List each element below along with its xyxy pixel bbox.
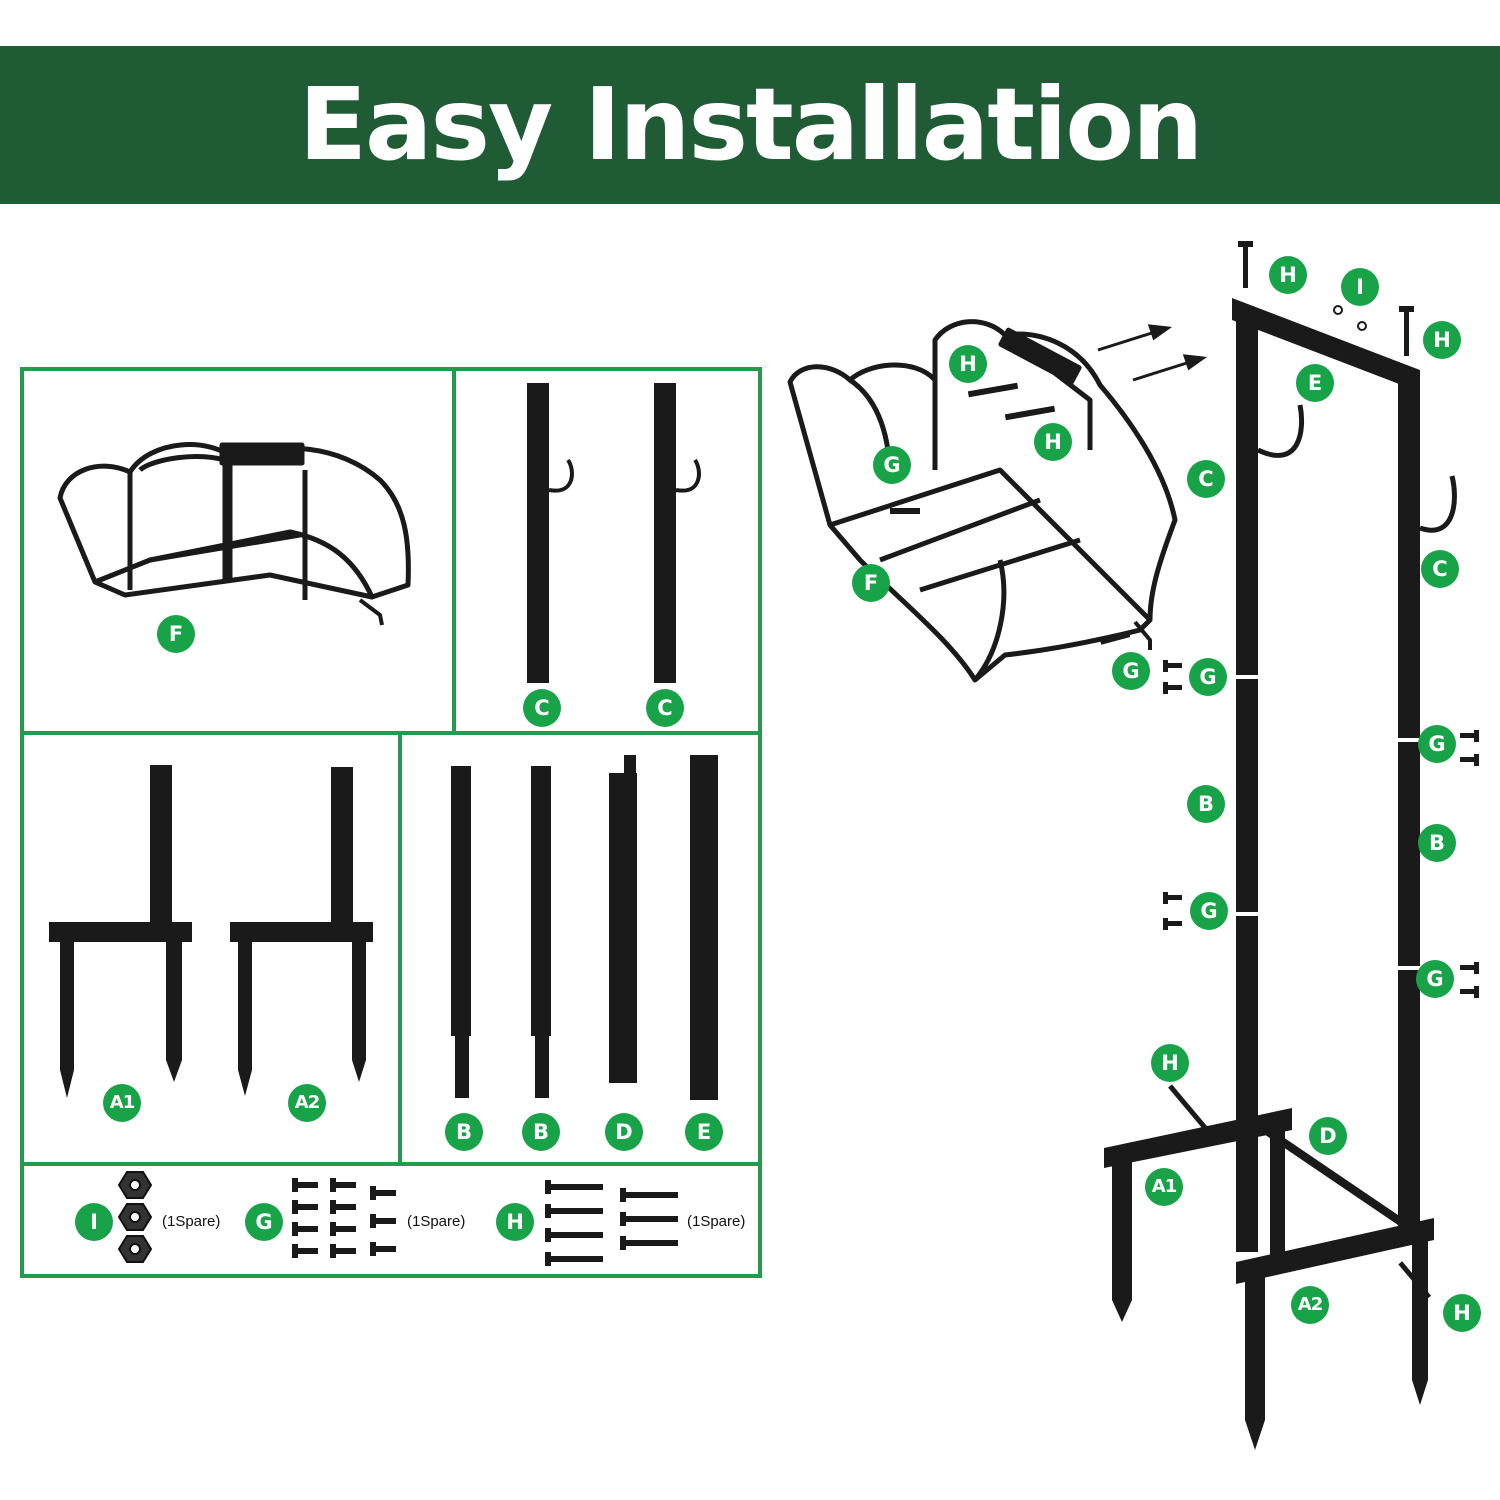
label-g-left-joint-lower: G <box>1190 892 1228 930</box>
label-g-rack-bottom: G <box>1112 652 1150 690</box>
rack-bolts <box>890 382 1131 645</box>
spare-note-i: (1Spare) <box>162 1213 221 1230</box>
page-title: Easy Installation <box>298 66 1204 183</box>
label-h: H <box>496 1203 534 1241</box>
bar-e <box>690 755 718 1100</box>
label-g-right-joint-upper: G <box>1418 725 1456 763</box>
top-post-c-2 <box>654 383 701 683</box>
stake-a1 <box>49 765 192 1098</box>
label-h-base-right: H <box>1443 1294 1481 1332</box>
label-a2: A2 <box>288 1084 326 1122</box>
label-i: I <box>75 1203 113 1241</box>
label-c-1: C <box>523 689 561 727</box>
middle-post-b-1 <box>451 766 471 1098</box>
label-f-rack: F <box>852 564 890 602</box>
label-b-right: B <box>1418 824 1456 862</box>
title-banner <box>0 46 1500 204</box>
label-d-bar: D <box>1309 1117 1347 1155</box>
label-g-rack: G <box>873 446 911 484</box>
label-g: G <box>245 1203 283 1241</box>
label-h-top-left: H <box>1269 256 1307 294</box>
long-bolt-icon <box>545 1180 678 1266</box>
assembled-frame <box>1104 241 1479 1450</box>
middle-post-b-2 <box>531 766 551 1098</box>
label-f: F <box>157 615 195 653</box>
spare-note-g: (1Spare) <box>407 1213 466 1230</box>
panel-hardware <box>20 1162 762 1278</box>
label-h-top-right: H <box>1423 321 1461 359</box>
label-h-rack-upper: H <box>949 345 987 383</box>
label-a2-stake: A2 <box>1291 1286 1329 1324</box>
label-a1-stake: A1 <box>1145 1168 1183 1206</box>
label-c-right: C <box>1421 550 1459 588</box>
hose-rack-part <box>57 442 411 626</box>
spare-note-h: (1Spare) <box>687 1213 746 1230</box>
label-i-washers: I <box>1341 268 1379 306</box>
stake-a2 <box>230 767 373 1096</box>
label-b-1: B <box>445 1113 483 1151</box>
short-bolt-icon <box>292 1178 396 1258</box>
label-c-2: C <box>646 689 684 727</box>
label-b-2: B <box>522 1113 560 1151</box>
label-g-left-joint-upper: G <box>1189 658 1227 696</box>
label-e-bar: E <box>1296 364 1334 402</box>
label-h-base-left: H <box>1151 1044 1189 1082</box>
label-b-left: B <box>1187 785 1225 823</box>
label-h-rack-lower: H <box>1034 423 1072 461</box>
hex-nut-icon <box>117 1171 153 1263</box>
assembled-hose-rack <box>787 319 1178 683</box>
label-e: E <box>685 1113 723 1151</box>
label-g-right-joint-lower: G <box>1416 960 1454 998</box>
assembly-arrows <box>1097 324 1208 382</box>
label-a1: A1 <box>103 1084 141 1122</box>
top-post-c-1 <box>527 383 574 683</box>
label-c-left: C <box>1187 460 1225 498</box>
label-d: D <box>605 1113 643 1151</box>
bar-d <box>609 755 637 1083</box>
